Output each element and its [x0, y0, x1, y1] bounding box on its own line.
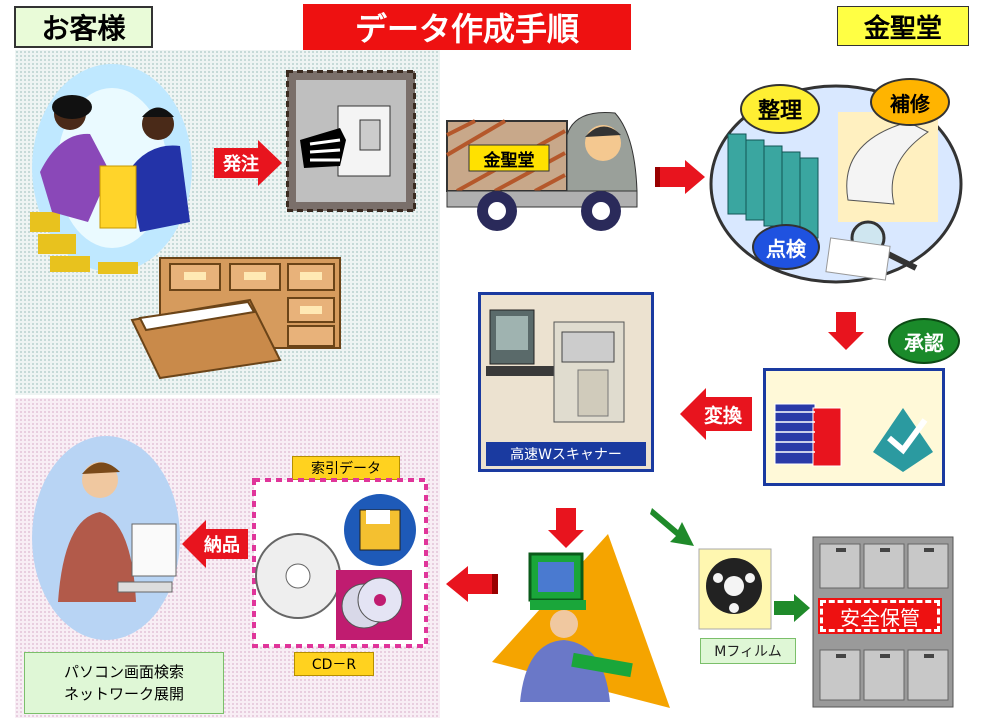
- approve-bubble: 承認: [888, 318, 960, 364]
- fax-machine-icon: [286, 70, 416, 212]
- approval-box: [763, 368, 945, 486]
- business-people-icon: [30, 64, 192, 274]
- floppy-disk-icon: [344, 494, 416, 566]
- order-arrow: 発注: [214, 140, 282, 186]
- mfilm-label: Mフィルム: [700, 638, 796, 664]
- repair-bubble: 補修: [870, 78, 950, 126]
- cdr-label: CD－R: [294, 652, 374, 676]
- film-reel-icon: [698, 548, 772, 630]
- organize-bubble: 整理: [740, 84, 820, 134]
- delivery-truck-icon: [445, 111, 638, 231]
- document-binders-icon: [727, 133, 819, 239]
- truck-sign: 金聖堂: [483, 150, 535, 171]
- page-title: データ作成手順: [303, 4, 631, 50]
- approval-stamp-icon: [873, 408, 933, 472]
- arrow-down-scanner: [548, 508, 584, 548]
- index-data-label: 索引データ: [292, 456, 400, 480]
- safe-storage-label: 安全保管: [818, 598, 942, 634]
- convert-label: 変換: [703, 404, 742, 427]
- delivery-label: 納品: [204, 535, 240, 556]
- scanner-label: 高速Wスキャナー: [486, 442, 646, 466]
- convert-arrow: 変換: [680, 388, 752, 440]
- pc-search-line1: パソコン画面検索: [63, 663, 184, 681]
- pc-user-icon: [32, 436, 180, 640]
- media-box: [252, 478, 428, 648]
- arrow-diag-film: [650, 508, 694, 546]
- delivery-arrow: 納品: [182, 520, 248, 568]
- arrow-down-approval: [828, 312, 864, 350]
- company-label: 金聖堂: [837, 6, 969, 46]
- computer-operator-icon: [492, 534, 670, 708]
- paper-stack-icon: [774, 403, 842, 467]
- arrow-to-storage: [774, 594, 810, 622]
- file-cabinet-icon: [130, 257, 341, 380]
- arrow-to-maintenance: [655, 160, 705, 194]
- cd-disc-icon: [255, 533, 341, 619]
- scanner-workstation-icon: [478, 292, 654, 472]
- pc-search-box: パソコン画面検索 ネットワーク展開: [24, 652, 224, 714]
- order-label: 発注: [223, 154, 259, 175]
- arrow-left-media: [446, 566, 498, 602]
- customer-label: お客様: [14, 6, 153, 48]
- inspect-bubble: 点検: [752, 224, 820, 270]
- pc-search-line2: ネットワーク展開: [63, 685, 184, 703]
